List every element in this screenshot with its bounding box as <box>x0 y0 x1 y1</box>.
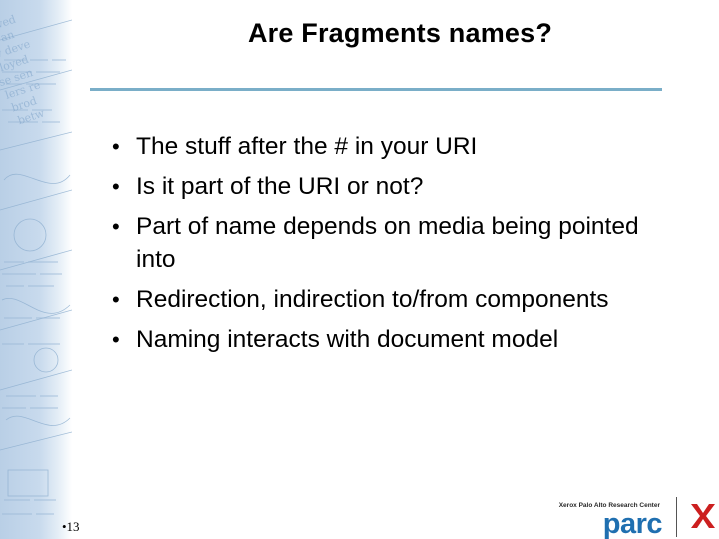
bullet-marker: • <box>112 214 120 239</box>
xerox-x-icon <box>691 504 715 528</box>
bullet-text: Naming interacts with document model <box>136 326 559 353</box>
bullet-marker: • <box>112 134 120 159</box>
bullet-item: • Redirection, indirection to/from compo… <box>112 283 712 316</box>
bullet-item: • Is it part of the URI or not? <box>112 170 712 203</box>
logo-divider <box>676 497 677 537</box>
bullet-text: Is it part of the URI or not? <box>136 173 424 200</box>
bullet-item: • The stuff after the # in your URI <box>112 130 712 163</box>
bullet-text: The stuff after the # in your URI <box>136 133 478 160</box>
bullet-marker: • <box>112 287 120 312</box>
bullet-marker: • <box>112 327 120 352</box>
bullet-text: Part of name depends on media being poin… <box>136 213 639 273</box>
bullet-item: • Part of name depends on media being po… <box>112 210 656 276</box>
bullet-marker: • <box>112 174 120 199</box>
slide-title: Are Fragments names? <box>247 18 553 48</box>
bullet-text: Redirection, indirection to/from compone… <box>136 286 609 313</box>
bullet-list: • The stuff after the # in your URI • Is… <box>112 130 712 363</box>
page-number: •13 <box>62 519 80 534</box>
title-divider <box>90 88 662 91</box>
bullet-item: • Naming interacts with document model <box>112 323 712 356</box>
logo-subtitle: Xerox Palo Alto Research Center <box>558 502 660 509</box>
logo-wordmark: parc <box>602 508 663 539</box>
decorative-sidebar: lowed ys an w deve ployed se sen lers re… <box>0 0 72 539</box>
sidebar-collage-graphic: lowed ys an w deve ployed se sen lers re… <box>0 13 72 515</box>
parc-logo: Xerox Palo Alto Research Center parc <box>556 496 716 539</box>
